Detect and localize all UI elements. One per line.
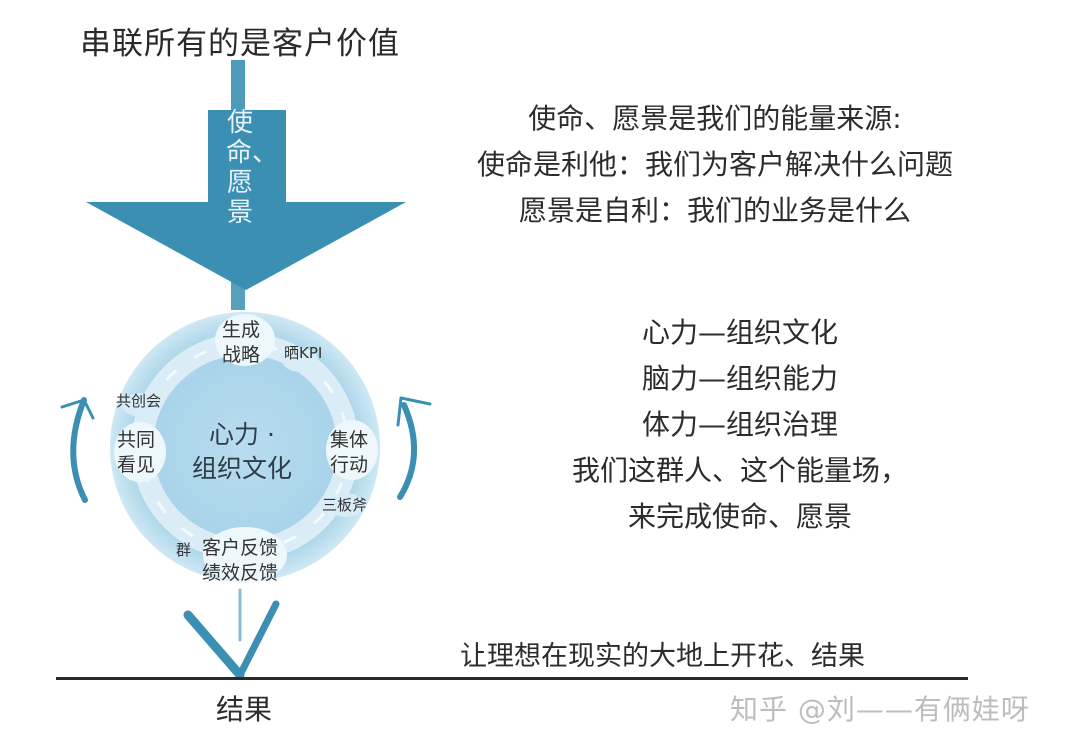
node-group: 群 <box>176 541 192 559</box>
culture-cycle-icon <box>110 312 380 583</box>
mission-vision-text: 使命、愿景是我们的能量来源: 使命是利他：我们为客户解决什么问题 愿景是自利：我… <box>455 96 975 234</box>
forces-line: 来完成使命、愿景 <box>627 500 852 533</box>
node-three-axes: 三板斧 <box>322 496 368 514</box>
mission-line: 使命、愿景是我们的能量来源: <box>528 102 902 135</box>
node-left-see: 共同看见 <box>117 429 156 476</box>
mission-line: 使命是利他：我们为客户解决什么问题 <box>476 148 953 181</box>
cycle-arrow-right-icon <box>396 396 432 500</box>
node-top-strategy: 生成战略 <box>222 319 261 366</box>
forces-line: 脑力—组织能力 <box>641 362 838 395</box>
result-arrow-icon <box>183 588 280 680</box>
diagram-title: 串联所有的是客户价值 <box>80 26 400 62</box>
cycle-arrow-left-icon <box>60 397 95 503</box>
forces-line: 我们这群人、这个能量场， <box>571 454 908 487</box>
mission-arrow-label: 使命、愿景 <box>226 108 279 228</box>
forces-text: 心力—组织文化 脑力—组织能力 体力—组织治理 我们这群人、这个能量场， 来完成… <box>530 310 950 540</box>
ground-divider <box>56 677 968 680</box>
node-cocreate: 共创会 <box>116 392 162 410</box>
mission-line: 愿景是自利：我们的业务是什么 <box>518 194 911 227</box>
forces-line: 心力—组织文化 <box>641 316 838 349</box>
node-right-action: 集体行动 <box>330 429 369 476</box>
node-bottom-feedback: 客户反馈绩效反馈 <box>202 537 279 584</box>
forces-line: 体力—组织治理 <box>641 408 838 441</box>
mission-arrow-icon <box>86 60 406 310</box>
bottom-caption: 让理想在现实的大地上开花、结果 <box>460 641 865 672</box>
result-label: 结果 <box>216 693 273 726</box>
cycle-center-label: 心力 ·组织文化 <box>192 420 293 483</box>
watermark: 知乎 @刘——有俩娃呀 <box>730 693 1030 726</box>
node-kpi: 晒KPI <box>284 344 323 362</box>
